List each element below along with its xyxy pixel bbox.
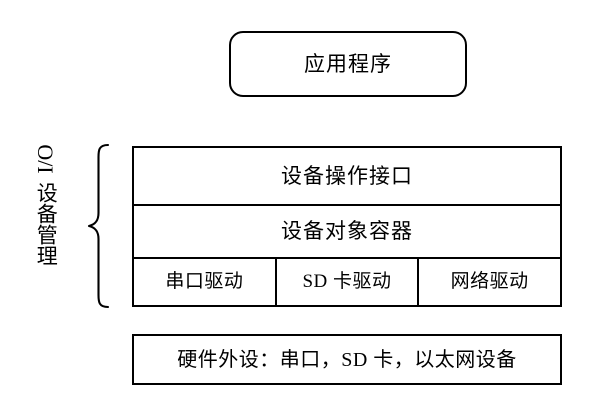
device-operation-interface-label: 设备操作接口 (281, 163, 413, 188)
io-prefix-label: I/O (32, 144, 58, 174)
sd-card-driver-label: SD 卡驱动 (302, 271, 392, 293)
serial-driver-cell[interactable]: 串口驱动 (134, 259, 275, 305)
driver-row: 串口驱动 SD 卡驱动 网络驱动 (134, 259, 560, 305)
application-box[interactable]: 应用程序 (229, 31, 467, 97)
hardware-peripherals-box[interactable]: 硬件外设：串口，SD 卡，以太网设备 (132, 334, 562, 385)
network-driver-label: 网络驱动 (450, 271, 529, 293)
network-driver-cell[interactable]: 网络驱动 (417, 259, 560, 305)
hardware-peripherals-label: 硬件外设：串口，SD 卡，以太网设备 (177, 348, 517, 371)
curly-brace-icon (86, 143, 112, 309)
io-device-management-label: I/O 设备管理 (26, 138, 66, 310)
device-object-container-row[interactable]: 设备对象容器 (134, 206, 560, 259)
device-operation-interface-row[interactable]: 设备操作接口 (134, 148, 560, 206)
device-object-container-label: 设备对象容器 (281, 219, 413, 243)
application-box-label: 应用程序 (304, 51, 392, 76)
sd-card-driver-cell[interactable]: SD 卡驱动 (274, 259, 418, 305)
io-stack: 设备操作接口 设备对象容器 串口驱动 SD 卡驱动 网络驱动 (132, 146, 562, 307)
serial-driver-label: 串口驱动 (165, 271, 244, 293)
device-management-label: 设备管理 (34, 182, 59, 266)
